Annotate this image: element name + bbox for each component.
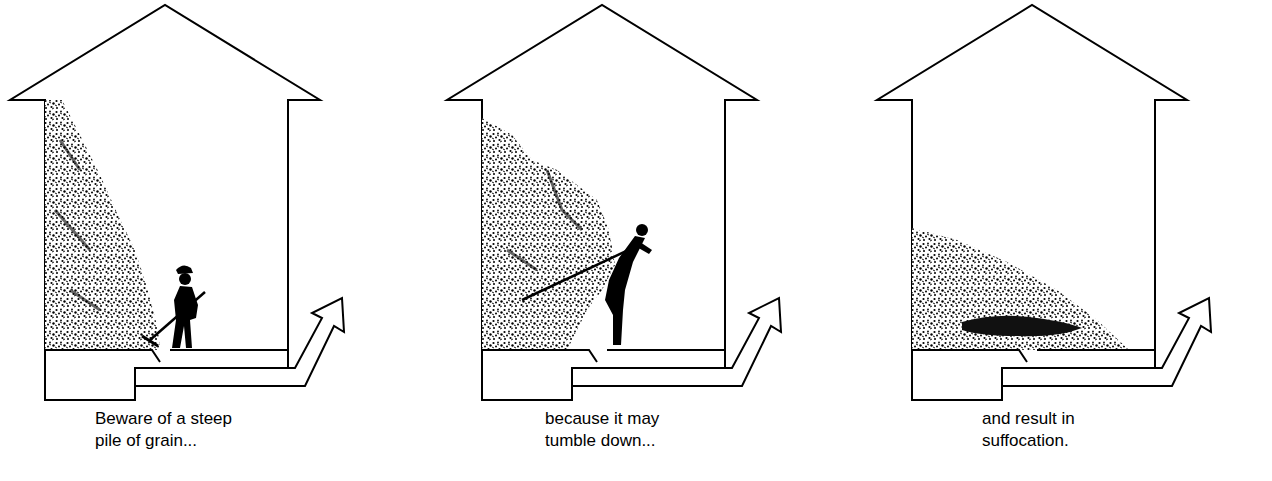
grain-streak — [55, 140, 100, 310]
caption-box: Beware of a steep pile of grain... — [95, 408, 245, 452]
panel-buried — [877, 5, 1211, 400]
grain-pile — [912, 228, 1129, 350]
caption: because it may tumble down... — [545, 408, 677, 452]
bin-outline — [877, 5, 1187, 368]
caption: Beware of a steep pile of grain... — [95, 408, 245, 452]
bin-outline — [447, 5, 757, 368]
rake — [522, 246, 637, 300]
bin-floor — [170, 350, 288, 368]
panel-steep-pile — [10, 5, 344, 400]
grain-streak — [507, 170, 582, 270]
auger — [135, 298, 344, 386]
falling-worker-figure — [605, 224, 652, 345]
grain-pile — [482, 118, 615, 350]
rake-head — [142, 336, 158, 346]
bin-floor — [1037, 350, 1155, 368]
caption-box: because it may tumble down... — [545, 408, 677, 452]
buried-worker — [962, 316, 1082, 337]
bin-floor — [607, 350, 725, 368]
auger — [572, 298, 781, 386]
caption-box: and result in suffocation. — [982, 408, 1104, 452]
auger — [1002, 298, 1211, 386]
worker-figure — [172, 265, 198, 348]
panel-collapse — [447, 5, 781, 400]
grain-pile — [45, 100, 160, 350]
bin-outline — [10, 5, 320, 368]
caption: and result in suffocation. — [982, 408, 1104, 452]
rake — [150, 292, 205, 340]
